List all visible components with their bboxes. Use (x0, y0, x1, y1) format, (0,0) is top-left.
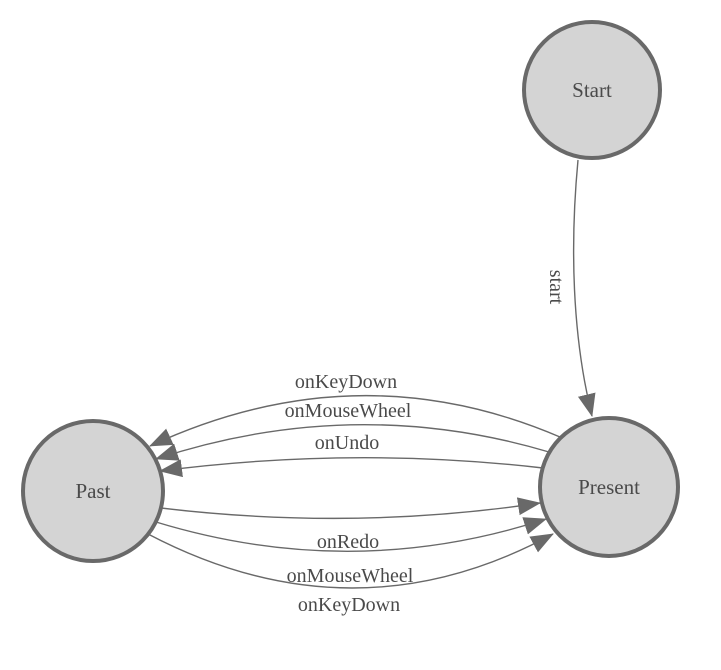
edge-past-to-present-onkeydown (147, 533, 554, 589)
node-past (21, 419, 165, 563)
edge-label-onmousewheel-bottom: onMouseWheel (287, 565, 414, 587)
edge-label-onkeydown-bottom: onKeyDown (298, 594, 400, 616)
node-present-circle (538, 416, 680, 558)
node-past-label: Past (75, 479, 110, 503)
edge-label-onkeydown-top: onKeyDown (295, 371, 397, 393)
edge-label-onmousewheel-top: onMouseWheel (285, 400, 412, 422)
node-start (522, 20, 662, 160)
edge-label-start: start (545, 270, 567, 305)
node-present (538, 416, 680, 558)
node-start-label: Start (572, 78, 612, 102)
edge-past-to-present-onredo (160, 497, 541, 520)
edge-present-to-past-onundo (159, 457, 544, 478)
edge-past-to-present-onmousewheel (155, 517, 547, 552)
node-present-label: Present (578, 475, 640, 499)
node-start-circle (522, 20, 662, 160)
edge-label-onundo: onUndo (315, 432, 379, 454)
edge-label-onredo: onRedo (317, 531, 379, 553)
edge-start-to-present (572, 159, 596, 417)
edge-present-to-past-onmousewheel (155, 423, 550, 461)
node-past-circle (21, 419, 165, 563)
edge-present-to-past-onkeydown (149, 394, 561, 447)
